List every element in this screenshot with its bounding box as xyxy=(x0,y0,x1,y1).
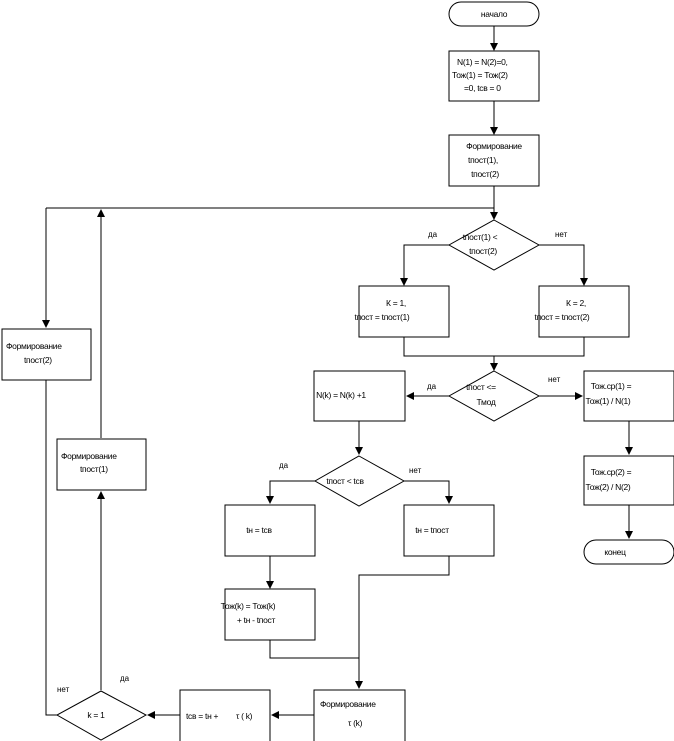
form-tau-line2: τ (k) xyxy=(348,718,363,728)
cond1-line1: tпост(1) < xyxy=(463,232,498,242)
cond1-line2: tпост(2) xyxy=(469,246,497,256)
start-label: начало xyxy=(481,9,508,19)
nk-label: N(k) = N(k) +1 xyxy=(316,390,366,400)
cond1-no-label: нет xyxy=(555,230,568,239)
cond4-diamond xyxy=(55,690,148,741)
form-both-line1: Формирование xyxy=(466,141,522,151)
cond3-no-label: нет xyxy=(409,466,422,475)
cond3-label: tпост < tсв xyxy=(326,476,364,486)
cond2-line1: tпост <= xyxy=(466,382,496,392)
init-block xyxy=(448,50,540,102)
cond2-line2: Тмод xyxy=(477,397,496,407)
cond1-diamond xyxy=(447,219,541,271)
form-tau-block xyxy=(313,689,406,741)
tozhk-block xyxy=(224,588,316,641)
tsv-line2: τ ( k) xyxy=(236,711,253,721)
end-terminator xyxy=(583,539,674,565)
form-both-line2: tпост(1), xyxy=(468,155,498,165)
k1-line1: К = 1, xyxy=(386,298,406,308)
k2-line1: К = 2, xyxy=(566,298,586,308)
cond3-yes-label: да xyxy=(279,461,289,470)
form1-line2: tпост(1) xyxy=(80,464,108,474)
form2-block xyxy=(1,328,92,381)
k2-block xyxy=(538,285,630,338)
k2-line2: tпост = tпост(2) xyxy=(535,312,590,322)
tsv-block xyxy=(179,689,271,741)
init-line1: N(1) = N(2)=0, xyxy=(457,57,508,67)
tn-tpost-label: tн = tпост xyxy=(415,525,449,535)
cond3-diamond xyxy=(313,455,406,507)
form2-line1: Формирование xyxy=(6,341,62,351)
tozh2-line1: Тож.ср(2) = xyxy=(591,467,632,477)
cond2-yes-label: да xyxy=(427,382,437,391)
k1-line2: tпост = tпост(1) xyxy=(355,312,410,322)
cond2-no-label: нет xyxy=(548,375,561,384)
tn-tsv-block xyxy=(224,504,316,557)
cond4-label: k = 1 xyxy=(87,710,105,720)
tn-tsv-label: tн = tсв xyxy=(246,525,272,535)
form-tau-line1: Формирование xyxy=(320,699,376,709)
form1-line1: Формирование xyxy=(61,451,117,461)
end-label: конец xyxy=(604,547,626,557)
cond2-diamond xyxy=(447,370,541,422)
tozhk-line1: Тож(k) = Тож(k) xyxy=(221,601,276,611)
tozhk-line2: + tн - tпост xyxy=(237,615,276,625)
cond4-yes-label: да xyxy=(120,674,130,683)
tozh1-block xyxy=(583,370,674,422)
tn-tpost-block xyxy=(403,504,495,557)
tozh1-line1: Тож.ср(1) = xyxy=(591,381,632,391)
tozh1-line2: Тож(1) / N(1) xyxy=(586,396,631,406)
form-both-line3: tпост(2) xyxy=(471,169,499,179)
cond1-yes-label: да xyxy=(428,230,438,239)
tsv-line1: tсв = tн + xyxy=(186,711,219,721)
start-terminator xyxy=(448,1,540,27)
tozh2-line2: Тож(2) / N(2) xyxy=(586,482,631,492)
init-line2: Тож(1) = Тож(2) xyxy=(452,70,508,80)
tozh2-block xyxy=(583,455,674,506)
form-both-block xyxy=(448,134,540,187)
form2-line2: tпост(2) xyxy=(24,355,52,365)
cond4-no-label: нет xyxy=(57,685,70,694)
init-line3: =0, tсв = 0 xyxy=(464,83,501,93)
form1-block xyxy=(56,438,147,491)
nk-block xyxy=(313,370,406,422)
connectors xyxy=(42,26,633,719)
k1-block xyxy=(358,285,450,338)
